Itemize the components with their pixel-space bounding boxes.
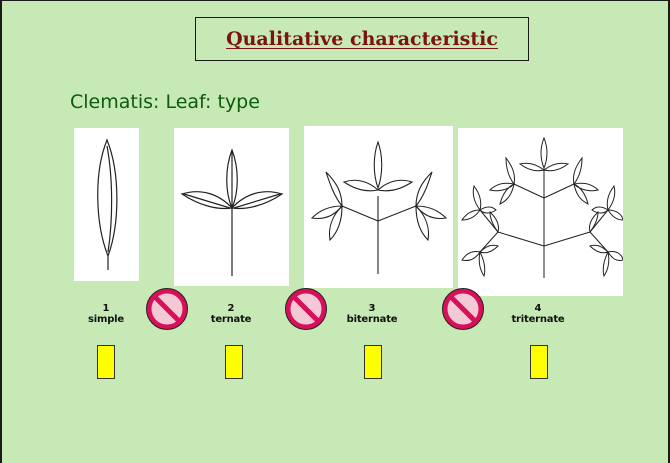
- option-checkbox-1[interactable]: [97, 345, 115, 379]
- option-checkbox-3[interactable]: [364, 345, 382, 379]
- prohibited-icon: [442, 288, 484, 330]
- slide-title: Qualitative characteristic: [226, 28, 498, 50]
- option-number: 1: [102, 303, 110, 314]
- option-checkbox-4[interactable]: [530, 345, 548, 379]
- option-label: triternate: [511, 314, 565, 325]
- option-number: 3: [368, 303, 376, 314]
- leaf-image-ternate: [174, 128, 289, 286]
- slide-subtitle: Clematis: Leaf: type: [70, 91, 260, 113]
- leaf-image-triternate: [458, 128, 623, 296]
- prohibited-icon: [285, 288, 327, 330]
- option-caption-4: 4 triternate: [498, 303, 578, 326]
- option-caption-3: 3 biternate: [332, 303, 412, 326]
- leaf-image-biternate: [304, 126, 453, 288]
- option-label: biternate: [346, 314, 398, 325]
- option-number: 2: [227, 303, 235, 314]
- option-checkbox-2[interactable]: [225, 345, 243, 379]
- option-caption-2: 2 ternate: [191, 303, 271, 326]
- prohibited-icon: [146, 288, 188, 330]
- leaf-image-simple: [74, 128, 139, 281]
- option-number: 4: [534, 303, 542, 314]
- option-label: ternate: [210, 314, 252, 325]
- option-label: simple: [88, 314, 124, 325]
- option-caption-1: 1 simple: [66, 303, 146, 326]
- title-box: Qualitative characteristic: [195, 17, 529, 61]
